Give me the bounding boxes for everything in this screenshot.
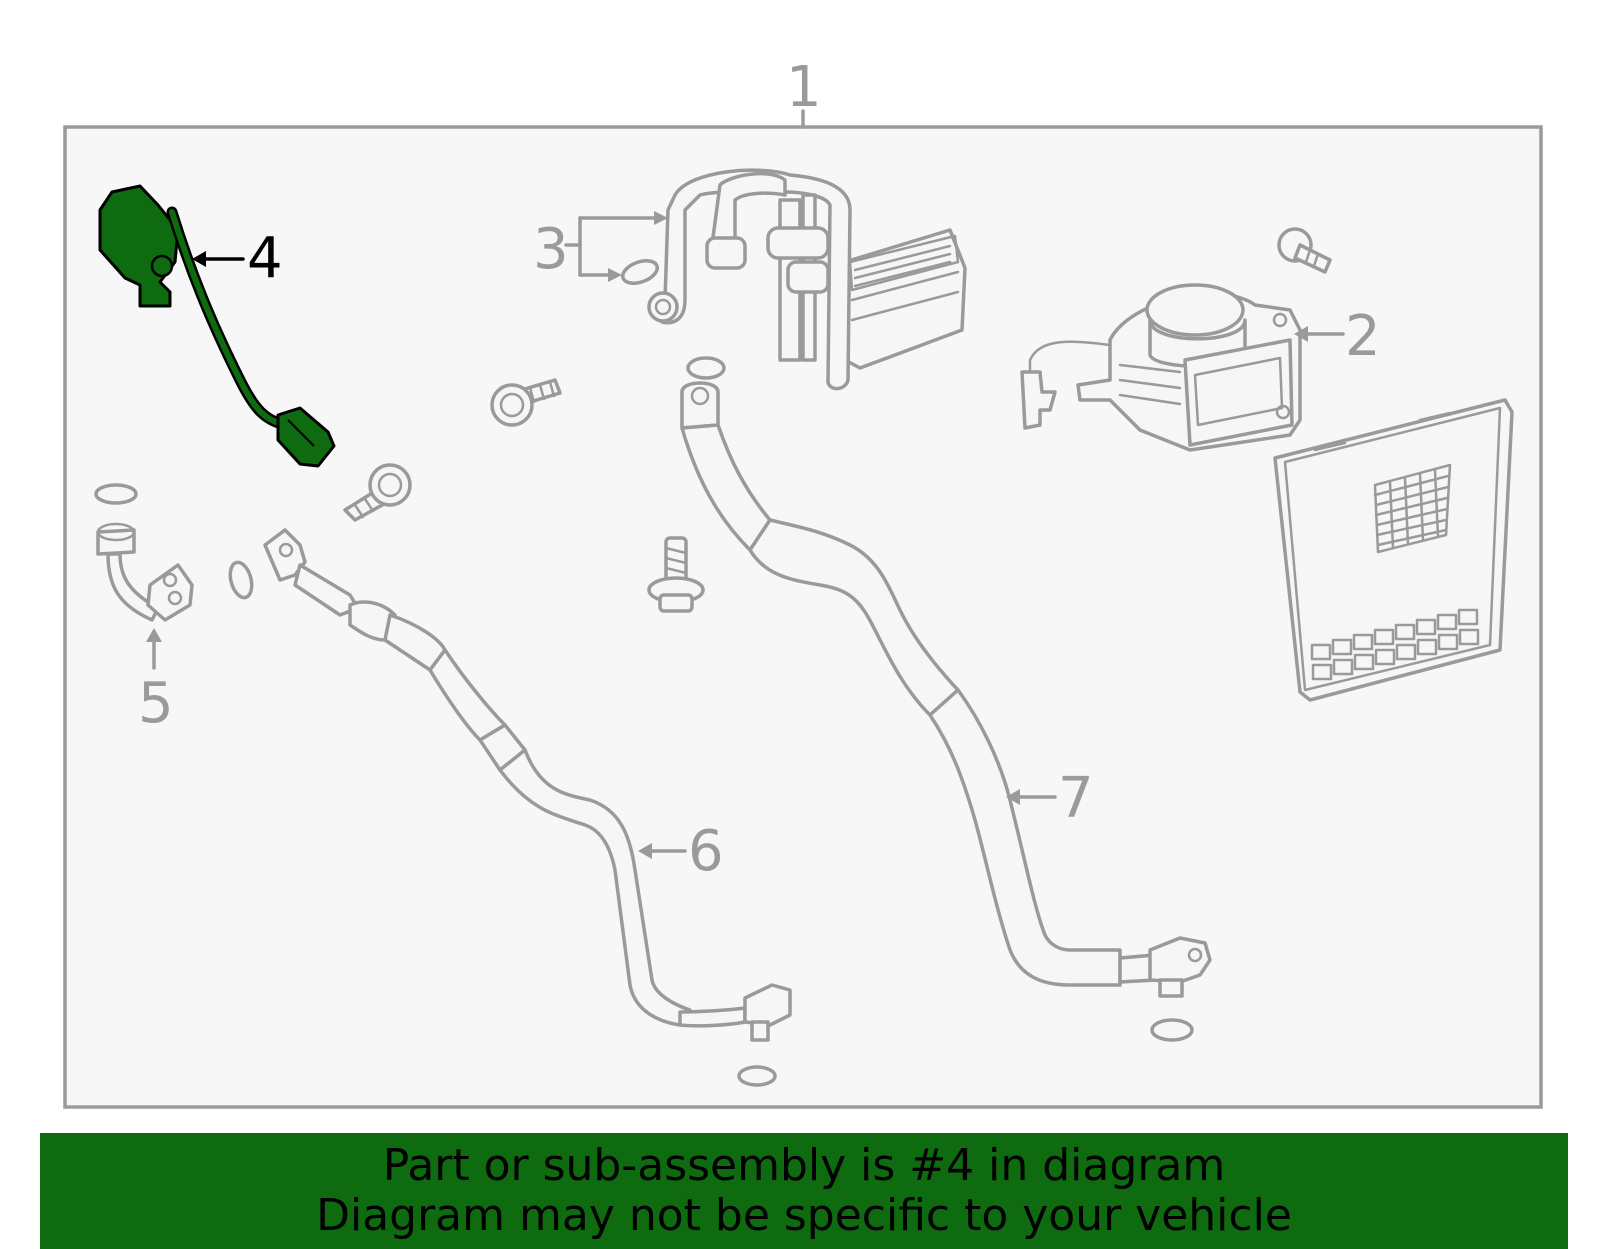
callout-7: 7 [1058,766,1094,831]
bolt[interactable] [490,378,562,427]
banner-line-1: Part or sub-assembly is #4 in diagram [382,1140,1226,1191]
part-2-actuator[interactable] [1020,283,1302,452]
part-info-banner: Part or sub-assembly is #4 in diagram Di… [40,1133,1568,1249]
o-ring[interactable] [620,256,661,287]
banner-line-2: Diagram may not be specific to your vehi… [316,1190,1292,1241]
o-ring[interactable] [1150,1018,1194,1042]
part-3-pipe-evaporator[interactable] [647,168,967,391]
part-7-hose[interactable] [680,356,1212,998]
part-5-fitting[interactable] [94,483,194,622]
callout-4: 4 [247,226,283,291]
bolt[interactable] [1277,227,1332,274]
callout-1: 1 [786,55,822,120]
callout-5: 5 [138,671,174,736]
bolt[interactable] [343,463,412,522]
callout-6: 6 [688,819,724,884]
o-ring[interactable] [737,1065,777,1087]
callout-2: 2 [1345,304,1381,369]
part-4-sensor[interactable] [98,184,336,468]
cabin-filter-panel[interactable] [1273,398,1514,702]
o-ring[interactable] [227,560,256,600]
bolt[interactable] [647,536,705,613]
part-6-hose[interactable] [263,528,792,1042]
callout-3: 3 [533,217,569,282]
